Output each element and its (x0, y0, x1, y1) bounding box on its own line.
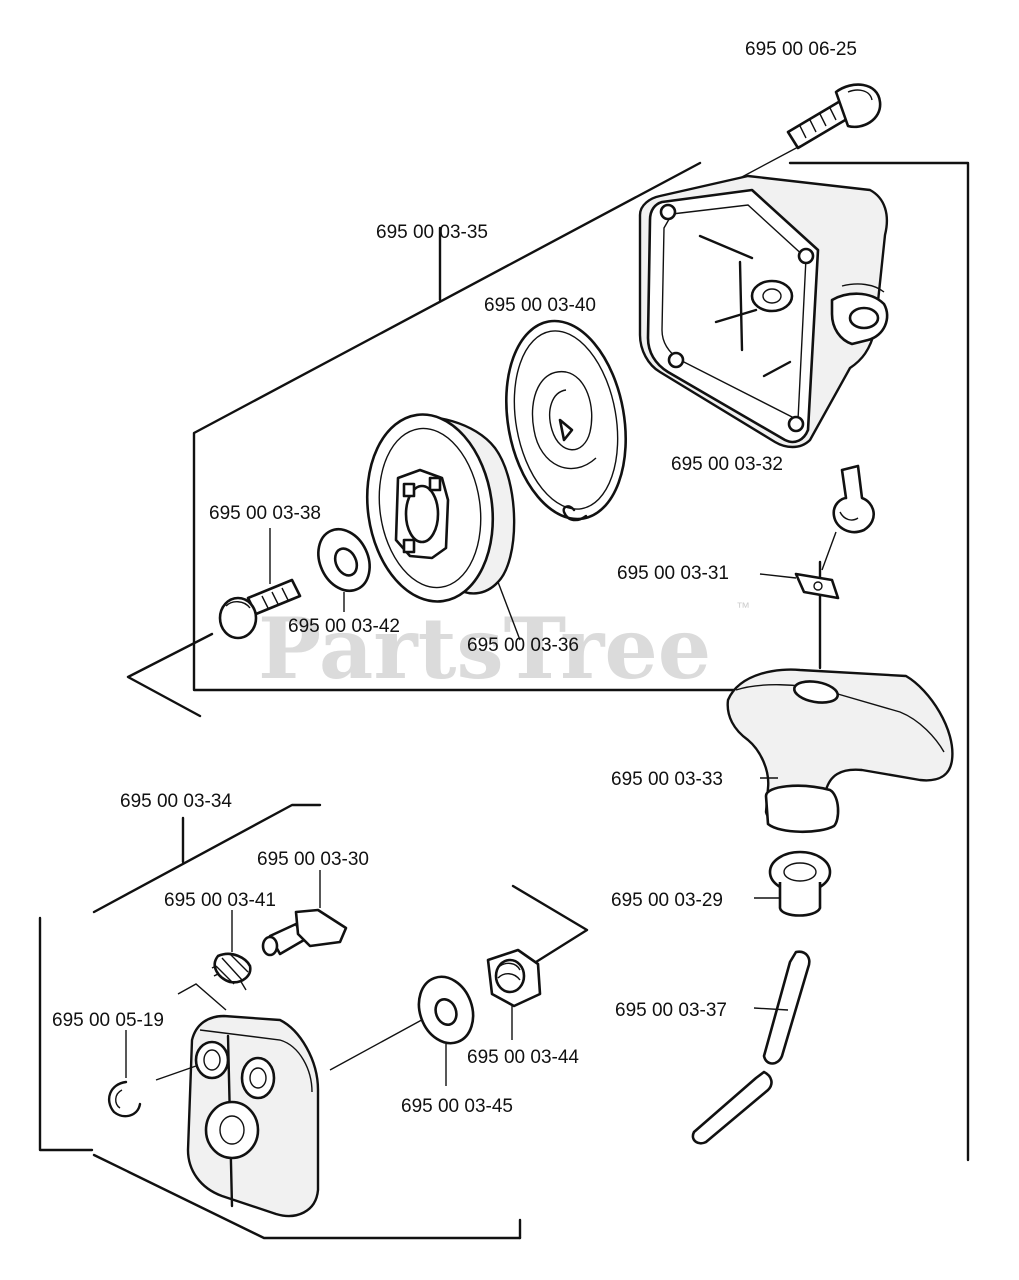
starter-housing-icon[interactable] (638, 174, 889, 449)
pawl-icon[interactable] (261, 870, 348, 957)
rope-clip-icon[interactable] (759, 572, 840, 600)
starter-handle-icon[interactable] (726, 668, 954, 834)
starter-rope-icon[interactable] (691, 950, 811, 1145)
part-number-label[interactable]: 695 00 03-31 (617, 563, 729, 584)
bushing-icon[interactable] (754, 850, 832, 917)
upper-assembly-bracket (192, 161, 970, 1162)
pawl-carrier-icon (155, 983, 320, 1218)
part-number-label[interactable]: 695 00 03-41 (164, 890, 276, 911)
part-number-label[interactable]: 695 00 03-32 (671, 454, 783, 475)
part-number-label[interactable]: 695 00 05-19 (52, 1010, 164, 1031)
part-number-label[interactable]: 695 00 03-45 (401, 1096, 513, 1117)
part-number-label[interactable]: 695 00 03-40 (484, 295, 596, 316)
washer-icon[interactable] (410, 969, 482, 1086)
bolt-icon[interactable] (218, 528, 302, 640)
part-number-label[interactable]: 695 00 03-44 (467, 1047, 579, 1068)
part-number-label[interactable]: 695 00 03-29 (611, 890, 723, 911)
part-number-label[interactable]: 695 00 03-36 (467, 635, 579, 656)
bolt-leader-lines (126, 632, 214, 718)
part-number-label[interactable]: 695 00 03-33 (611, 769, 723, 790)
screw-icon[interactable] (739, 83, 882, 179)
recoil-spring-icon[interactable] (492, 311, 641, 528)
watermark-text: PartsTree (258, 599, 711, 698)
part-number-label[interactable]: 695 00 06-25 (745, 39, 857, 60)
washer-icon[interactable] (309, 521, 380, 612)
lower-assembly-bracket (38, 803, 522, 1240)
part-number-label[interactable]: 695 00 03-37 (615, 1000, 727, 1021)
part-number-label[interactable]: 695 00 03-35 (376, 222, 488, 243)
rope-end-icon (821, 464, 875, 571)
rope-pulley-icon[interactable] (356, 406, 521, 641)
circlip-icon[interactable] (107, 1030, 142, 1118)
part-number-label[interactable]: 695 00 03-38 (209, 503, 321, 524)
part-number-label[interactable]: 695 00 03-34 (120, 791, 232, 812)
part-number-label[interactable]: 695 00 03-42 (288, 616, 400, 637)
part-number-label[interactable]: 695 00 03-30 (257, 849, 369, 870)
nut-icon[interactable] (486, 948, 542, 1040)
spring-icon[interactable] (211, 910, 252, 991)
watermark-trademark: ™ (736, 599, 750, 615)
